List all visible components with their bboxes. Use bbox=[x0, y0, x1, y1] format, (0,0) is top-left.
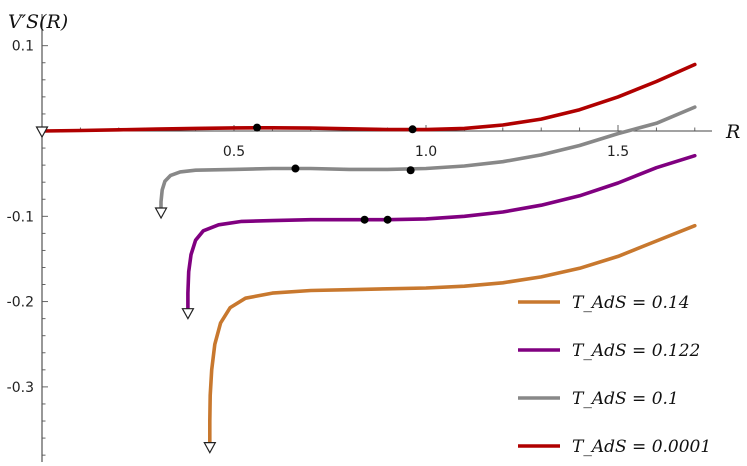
legend-label: T_AdS = 0.1 bbox=[572, 389, 679, 409]
start-triangle-marker bbox=[35, 126, 49, 139]
series-line bbox=[159, 105, 697, 214]
markers-layer bbox=[35, 123, 417, 454]
y-axis-label: V′S(R) bbox=[8, 11, 68, 33]
x-tick-label: 0.5 bbox=[223, 144, 245, 160]
legend-label: T_AdS = 0.14 bbox=[572, 293, 690, 313]
series-point-marker bbox=[383, 215, 392, 224]
y-tick-label: -0.3 bbox=[7, 380, 34, 396]
series-point-marker bbox=[291, 164, 300, 173]
series-line bbox=[40, 62, 697, 133]
legend-label: T_AdS = 0.122 bbox=[572, 341, 700, 361]
x-tick-label: 1.0 bbox=[415, 144, 437, 160]
series-point-marker bbox=[360, 215, 369, 224]
start-triangle-marker bbox=[203, 442, 217, 454]
series-line bbox=[186, 153, 697, 315]
y-tick-label: -0.2 bbox=[7, 295, 34, 311]
x-axis-label: R bbox=[725, 121, 740, 143]
x-tick-label: 1.5 bbox=[607, 144, 629, 160]
series-point-marker bbox=[408, 125, 417, 134]
y-tick-label: -0.1 bbox=[7, 209, 34, 225]
series-layer bbox=[40, 62, 697, 449]
axes: 0.5 1.0 1.5 0.1 -0.1 -0.2 -0.3 V′S(R) R bbox=[7, 11, 740, 462]
start-triangle-marker bbox=[154, 207, 168, 220]
start-triangle-marker bbox=[181, 308, 195, 320]
series-point-marker bbox=[406, 166, 415, 175]
series-line bbox=[208, 223, 697, 449]
legend-label: T_AdS = 0.0001 bbox=[572, 437, 711, 457]
series-point-marker bbox=[253, 123, 262, 132]
y-tick-label: 0.1 bbox=[12, 39, 34, 55]
